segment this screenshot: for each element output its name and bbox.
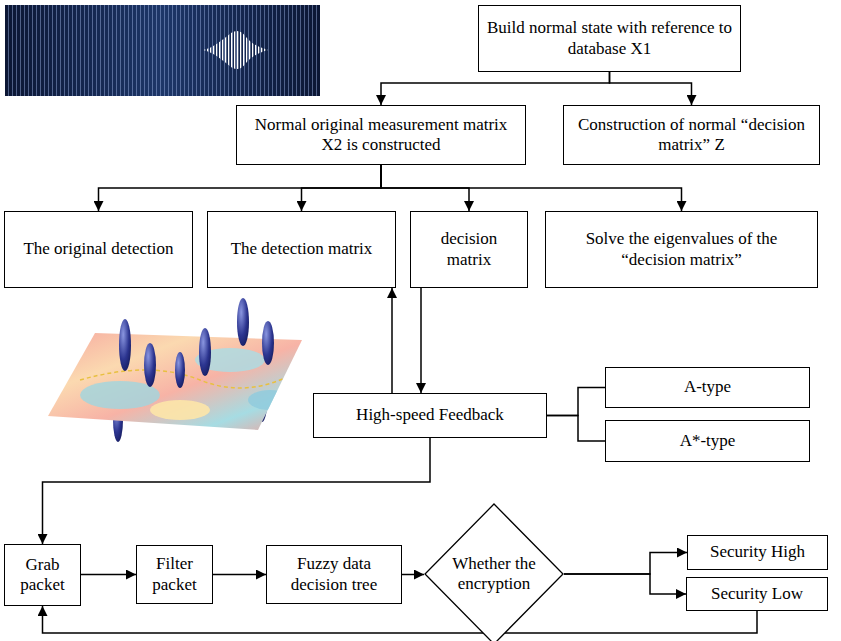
contour xyxy=(80,370,300,388)
pin-above xyxy=(175,352,185,388)
flow-arrow xyxy=(564,553,687,575)
step-box: The original detection xyxy=(4,211,193,288)
flow-arrow xyxy=(402,574,424,576)
flow-arrow xyxy=(420,288,422,393)
node-label: decision matrix xyxy=(417,229,521,270)
node-label: High-speed Feedback xyxy=(356,405,504,425)
heatmap-illustration xyxy=(48,298,302,442)
node-label: A*-type xyxy=(680,431,736,451)
pin-above xyxy=(237,298,249,346)
node-label: Fuzzy data decision tree xyxy=(273,554,395,595)
node-text: Filter packet xyxy=(143,554,206,595)
node-text: A*-type xyxy=(680,431,736,451)
diamond-outline xyxy=(425,504,563,641)
state-box: Build normal state with reference to dat… xyxy=(478,5,741,72)
node-text: Solve the eigenvalues of the “decision m… xyxy=(552,229,811,270)
matrix-box: Normal original measurement matrix X2 is… xyxy=(236,105,526,165)
matrix-box: Construction of normal “decision matrix”… xyxy=(563,105,820,165)
node-text: Security High xyxy=(710,542,805,562)
node-text: Fuzzy data decision tree xyxy=(273,554,395,595)
feedback-box: High-speed Feedback xyxy=(313,393,547,438)
flow-arrow xyxy=(302,165,382,211)
image-ground xyxy=(5,5,320,96)
pin-above xyxy=(144,343,156,387)
process-box: Filter packet xyxy=(136,545,213,604)
signal-image xyxy=(5,5,320,96)
node-label: A-type xyxy=(684,377,731,397)
result-box: Security High xyxy=(687,535,828,570)
node-label: The original detection xyxy=(23,239,173,259)
result-box: Security Low xyxy=(686,577,828,611)
node-text: Build normal state with reference to dat… xyxy=(485,18,734,59)
pin-above xyxy=(262,321,274,365)
heat-blob xyxy=(248,390,292,410)
node-text: Security Low xyxy=(711,584,803,604)
node-text: decision matrix xyxy=(417,229,521,270)
node-label: Security Low xyxy=(711,584,803,604)
node-label: Construction of normal “decision matrix”… xyxy=(570,115,813,156)
process-box: Fuzzy data decision tree xyxy=(266,545,402,604)
node-text: Normal original measurement matrix X2 is… xyxy=(243,115,519,156)
image-stripes xyxy=(5,5,320,96)
node-text: High-speed Feedback xyxy=(356,405,504,425)
flow-arrow xyxy=(610,72,692,105)
flow-arrow xyxy=(564,574,686,594)
step-box: decision matrix xyxy=(410,211,528,288)
flow-arrow xyxy=(381,165,682,211)
node-label: Build normal state with reference to dat… xyxy=(485,18,734,59)
step-box: The detection matrix xyxy=(207,211,396,288)
pin-above xyxy=(119,319,131,371)
flow-arrow xyxy=(391,288,393,393)
flow-arrow xyxy=(43,438,431,544)
type-box: A*-type xyxy=(605,420,810,462)
decision-diamond: Whether the encryption xyxy=(424,503,564,641)
node-text: The detection matrix xyxy=(231,239,373,259)
type-box: A-type xyxy=(605,367,810,408)
node-label: Normal original measurement matrix X2 is… xyxy=(243,115,519,156)
step-box: Solve the eigenvalues of the “decision m… xyxy=(545,211,818,288)
node-text: The original detection xyxy=(23,239,173,259)
node-label: Solve the eigenvalues of the “decision m… xyxy=(552,229,811,270)
flow-arrow xyxy=(81,574,136,576)
flow-arrow xyxy=(99,165,382,211)
flow-arrow xyxy=(381,72,610,105)
node-label: The detection matrix xyxy=(231,239,373,259)
node-label: Filter packet xyxy=(143,554,206,595)
node-label: Security High xyxy=(710,542,805,562)
bracket-line xyxy=(547,416,605,442)
node-text: Whether the encryption xyxy=(451,554,538,595)
node-label: Whether the encryption xyxy=(451,554,538,595)
flow-arrow xyxy=(213,574,266,576)
node-text: Construction of normal “decision matrix”… xyxy=(570,115,813,156)
node-text: A-type xyxy=(684,377,731,397)
pin-above xyxy=(199,328,211,376)
heat-blob xyxy=(150,400,210,420)
process-box: Grab packet xyxy=(4,544,81,606)
waveform xyxy=(203,31,268,69)
flow-arrow xyxy=(43,606,758,633)
node-label: Grab packet xyxy=(11,555,74,596)
node-text: Grab packet xyxy=(11,555,74,596)
bracket-line xyxy=(547,388,605,416)
